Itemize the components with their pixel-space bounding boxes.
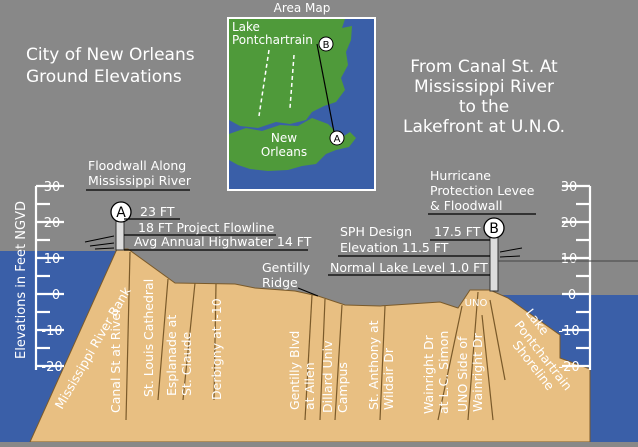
left-tick-minus-20: -20 [41,360,62,375]
floodwall-line2: Mississippi River [88,173,192,188]
right-tick-labels: 30 20 10 0 -10 -20 [558,180,579,375]
gentilly-ridge-arrow [297,287,319,297]
right-tick-10: 10 [561,252,578,267]
right-tick-30: 30 [561,180,578,195]
right-elevation-scale [562,184,592,370]
area-map-marker-a: A [334,134,341,145]
area-map-marker-b-circle [318,36,334,52]
subtitle-line1: From Canal St. At [410,57,558,77]
gentilly-ridge-line1: Gentilly [262,260,311,275]
area-map-marker-b: B [323,40,330,51]
left-tick-labels: 30 20 10 0 -10 -20 [41,180,62,375]
right-tick-minus-10: -10 [558,324,579,339]
left-tick-10: 10 [44,252,61,267]
label-st-anthony-line1: St. Anthony at [366,320,381,410]
area-map-city-line2: Orleans [261,145,307,159]
station-lines [125,251,506,421]
left-tick-0: 0 [52,288,60,303]
label-canal: Canal St at River [108,307,123,413]
y-axis-label: Elevations in Feet NGVD [14,201,29,359]
area-map: Area Map Lake Pontchartrain New Orleans … [227,1,376,191]
floodwall-post-b [489,235,499,292]
ground-profile [29,248,591,443]
label-wainright-line2: at L.C. Simon [436,331,451,414]
label-derbigny: Derbigny at I-10 [209,298,224,400]
right-tick-20: 20 [561,216,578,231]
label-uno-side-line1: UNO Side of [455,336,470,412]
title-line1: City of New Orleans [26,45,195,65]
area-map-transect [316,43,335,133]
label-gentilly-blvd-line2: at Allen [302,362,317,410]
avg-highwater: Avg Annual Highwater 14 FT [134,234,312,249]
label-dillard-line1: Dillard Univ [320,340,335,413]
right-tick-minus-20: -20 [558,360,579,375]
gentilly-ridge-line2: Ridge [262,275,298,290]
label-dillard-line2: Campus [335,362,350,413]
floodwall-line1: Floodwall Along [88,158,186,173]
marker-a-circle [110,201,132,223]
lake-level: Normal Lake Level 1.0 FT [330,260,488,275]
left-elevation-scale [34,184,64,370]
area-map-marker-a-circle [329,130,345,146]
levee-line2: Protection Levee [430,183,535,198]
project-flowline: 18 FT Project Flowline [138,220,275,235]
area-map-city-line1: New [271,131,297,145]
floodwall-post-a [115,217,125,251]
subtitle-line2: Mississippi River [414,77,554,97]
sph-line2: Elevation 11.5 FT [340,240,449,255]
subtitle-line4: Lakefront at U.N.O. [403,117,565,137]
callout-b: Hurricane Protection Levee & Floodwall B… [328,168,638,309]
label-gentilly-blvd-line1: Gentilly Blvd [287,331,302,410]
levee-line3: & Floodwall [430,198,502,213]
marker-b: B [489,221,499,237]
area-map-lake-line1: Lake [232,20,260,34]
area-map-title: Area Map [274,1,331,15]
label-cathedral: St. Louis Cathedral [141,279,156,397]
area-map-city [229,118,356,171]
uno-label: UNO [465,298,488,309]
area-map-lake-line2: Pontchartrain [232,33,313,47]
b-height: 17.5 FT [434,224,481,239]
label-st-anthony-line2: Wildair Dr [381,347,396,410]
left-tick-minus-10: -10 [41,324,62,339]
subtitle-line3: to the [459,97,509,117]
label-wainright-line1: Wainright Dr [421,334,436,414]
left-tick-30: 30 [44,180,61,195]
label-esplanade-line2: St. Claude [179,331,194,396]
marker-a: A [116,205,126,221]
left-tick-20: 20 [44,216,61,231]
marker-b-circle [483,217,505,239]
title-line2: Ground Elevations [26,67,182,87]
right-tick-0: 0 [568,288,576,303]
a-height: 23 FT [140,204,175,219]
area-map-dashed-line-2 [289,54,295,109]
water-arrows-a [84,235,115,250]
callout-a: Floodwall Along Mississippi River A 23 F… [84,158,312,251]
label-uno-side-line2: Wainright Dr [470,332,485,412]
sph-line1: SPH Design [340,224,412,239]
water-arrows-b [499,247,523,258]
levee-line1: Hurricane [430,168,491,183]
label-esplanade-line1: Esplanade at [164,315,179,396]
